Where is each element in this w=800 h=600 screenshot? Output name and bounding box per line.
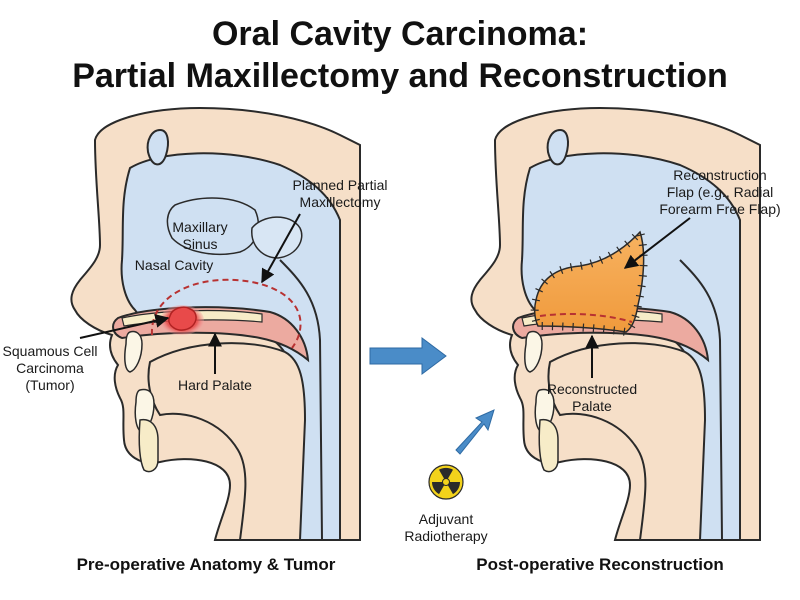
suture-tick [612,326,616,335]
suture-tick [636,233,645,237]
suture-tick [602,325,605,334]
flap-sutures [530,233,648,336]
suture-tick [638,274,647,277]
suture-tick [559,266,564,274]
suture-tick [541,278,548,285]
right-caption: Post-operative Reconstruction [476,555,724,574]
suture-tick [569,263,573,272]
suture-tick [607,251,613,260]
scc-label-3: (Tumor) [25,377,74,393]
suture-tick [531,298,541,302]
reconstructed-palate-label-2: Palate [572,398,612,414]
radiation-icon [428,464,464,500]
maxillary-sinus-label-1: Maxillary [172,219,227,235]
suture-tick [633,304,642,308]
right-upper-teeth [524,330,543,373]
left-sphenoid [251,216,303,259]
suture-tick [582,323,585,332]
suture-tick [638,243,647,247]
suture-tick [589,259,594,268]
suture-tick [531,318,540,322]
planned-maxillectomy-label-2: Maxillectomy [300,194,381,210]
right-tongue [547,342,707,541]
left-tongue [147,342,307,541]
right-arrow-icon [369,337,447,375]
suture-tick [637,284,646,288]
flap-label-2: Flap (e.g., Radial [667,184,774,200]
radiotherapy-arrow-icon [455,409,495,455]
hard-palate-label: Hard Palate [178,377,252,393]
suture-tick [631,233,639,241]
suture-tick [623,327,626,336]
suture-tick [549,271,555,279]
radiotherapy-label-1: Adjuvant [419,511,474,527]
left-maxillary-sinus [166,197,259,256]
planned-resection-line [150,278,302,349]
suture-tick [598,256,604,264]
suture-tick [624,240,631,248]
scc-label-2: Carcinoma [16,360,84,376]
maxillary-sinus-label-2: Sinus [182,236,217,252]
right-mandible-root [538,418,559,473]
left-upper-teeth [124,330,143,373]
tumor-mass [168,306,197,331]
reconstructed-palate-label-1: Reconstructed [547,381,637,397]
suture-tick [535,287,543,293]
title-line-2: Partial Maxillectomy and Reconstruction [72,57,728,95]
scc-label-1: Squamous Cell [3,343,98,359]
suture-tick [631,314,640,319]
radiotherapy-label-2: Radiotherapy [404,528,487,544]
suture-tick [627,323,636,329]
reconstruction-flap [533,230,645,333]
planned-maxillectomy-label-1: Planned Partial [293,177,388,193]
left-mandible-root [138,418,159,473]
suture-tick [592,324,595,333]
right-panel: Reconstruction Flap (e.g., Radial Forear… [404,106,781,544]
flap-label-1: Reconstruction [673,167,766,183]
left-frontal-sinus [146,128,169,166]
flap-label-3: Forearm Free Flap) [659,201,780,217]
left-caption: Pre-operative Anatomy & Tumor [77,555,336,574]
suture-tick [635,294,644,298]
nasal-cavity-label: Nasal Cavity [135,257,214,273]
suture-tick [616,246,622,254]
suture-tick [580,261,583,270]
right-frontal-sinus [546,128,569,166]
left-panel: Planned Partial Maxillectomy Maxillary S… [3,106,388,541]
title-line-1: Oral Cavity Carcinoma: [211,15,589,53]
